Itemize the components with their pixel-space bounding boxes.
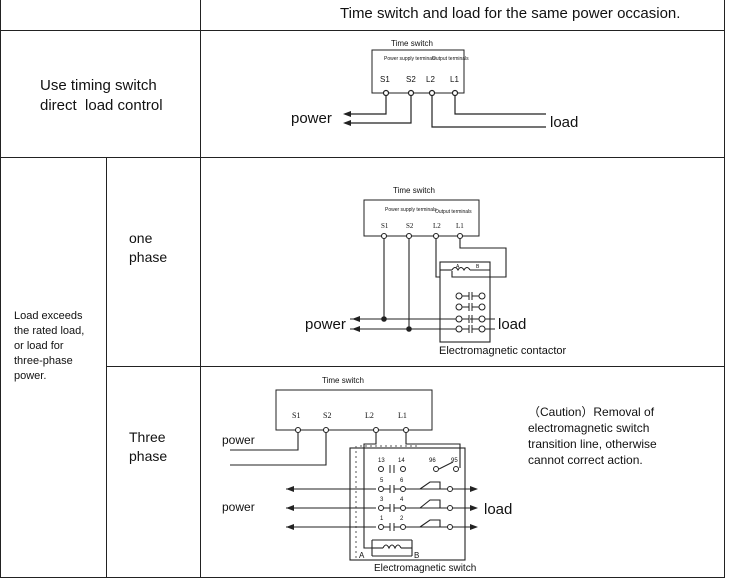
time-switch-title: Time switch (322, 376, 364, 385)
terminal-s1: S1 (292, 411, 300, 420)
load-exceeds-line2: the rated load, (14, 325, 85, 337)
power-label: power (305, 316, 346, 333)
coil-label-a: A (359, 551, 365, 560)
phase-lines (286, 481, 470, 528)
contact-number-95: 95 (451, 458, 458, 464)
power-label-bottom: power (222, 500, 255, 514)
contactor-contacts (455, 292, 486, 333)
load-exceeds-line5: power. (14, 370, 47, 382)
load-label: load (484, 501, 512, 518)
time-switch-title: Time switch (393, 186, 435, 195)
one-phase-label-line2: phase (129, 249, 168, 265)
direct-control-label-line1: Use timing switch (40, 77, 157, 94)
header-title: Time switch and load for the same power … (340, 5, 681, 22)
contact-number-96: 96 (429, 458, 436, 464)
contact-number-5: 5 (380, 478, 384, 484)
one-phase-label-line1: one (129, 230, 153, 246)
time-switch-box (275, 389, 433, 431)
contact-number-1: 1 (380, 516, 384, 522)
transition-line (355, 445, 420, 560)
caution-line3: transition line, otherwise (528, 437, 657, 451)
coil-label-a: A (456, 264, 460, 270)
terminal-l1: L1 (456, 222, 464, 230)
power-label-top: power (222, 433, 255, 447)
contact-number-4: 4 (400, 497, 404, 503)
time-switch-title: Time switch (391, 39, 433, 48)
load-label: load (550, 114, 578, 131)
coil-label-b: B (476, 264, 480, 270)
terminal-l2: L2 (426, 75, 435, 84)
terminal-l2: L2 (365, 411, 374, 420)
time-switch-box (363, 199, 480, 237)
caution-line2: electromagnetic switch (528, 421, 650, 435)
terminal-l1: L1 (398, 411, 407, 420)
power-supply-terminals-label: Power supply terminals (385, 207, 437, 213)
three-phase-label-line1: Three (129, 429, 166, 445)
power-supply-terminals-label: Power supply terminals (384, 56, 436, 62)
load-exceeds-line3: or load for (14, 340, 64, 352)
load-label: load (498, 316, 526, 333)
contactor-caption: Electromagnetic contactor (439, 345, 567, 357)
terminal-s2: S2 (406, 222, 414, 230)
terminal-s2: S2 (323, 411, 331, 420)
load-exceeds-line1: Load exceeds (14, 310, 83, 322)
output-terminals-label: Output terminals (435, 209, 472, 215)
terminal-s2: S2 (406, 75, 416, 84)
contact-number-14: 14 (398, 458, 405, 464)
caution-line1: （Caution）Removal of (528, 405, 655, 419)
contact-number-13: 13 (378, 458, 385, 464)
contact-number-3: 3 (380, 497, 384, 503)
power-label: power (291, 110, 332, 127)
contact-number-6: 6 (400, 478, 404, 484)
load-exceeds-line4: three-phase (14, 355, 73, 367)
coil-label-b: B (414, 551, 419, 560)
direct-control-label-line2: direct load control (40, 97, 163, 114)
terminal-s1: S1 (380, 75, 390, 84)
caution-line4: cannot correct action. (528, 453, 643, 467)
terminal-l2: L2 (433, 222, 441, 230)
terminal-s1: S1 (381, 222, 389, 230)
output-terminals-label: Output terminals (432, 56, 469, 62)
time-switch-box (371, 49, 465, 94)
terminal-l1: L1 (450, 75, 459, 84)
switch-contacts (378, 461, 459, 531)
three-phase-label-line2: phase (129, 448, 168, 464)
contact-number-2: 2 (400, 516, 404, 522)
switch-caption: Electromagnetic switch (374, 563, 476, 574)
